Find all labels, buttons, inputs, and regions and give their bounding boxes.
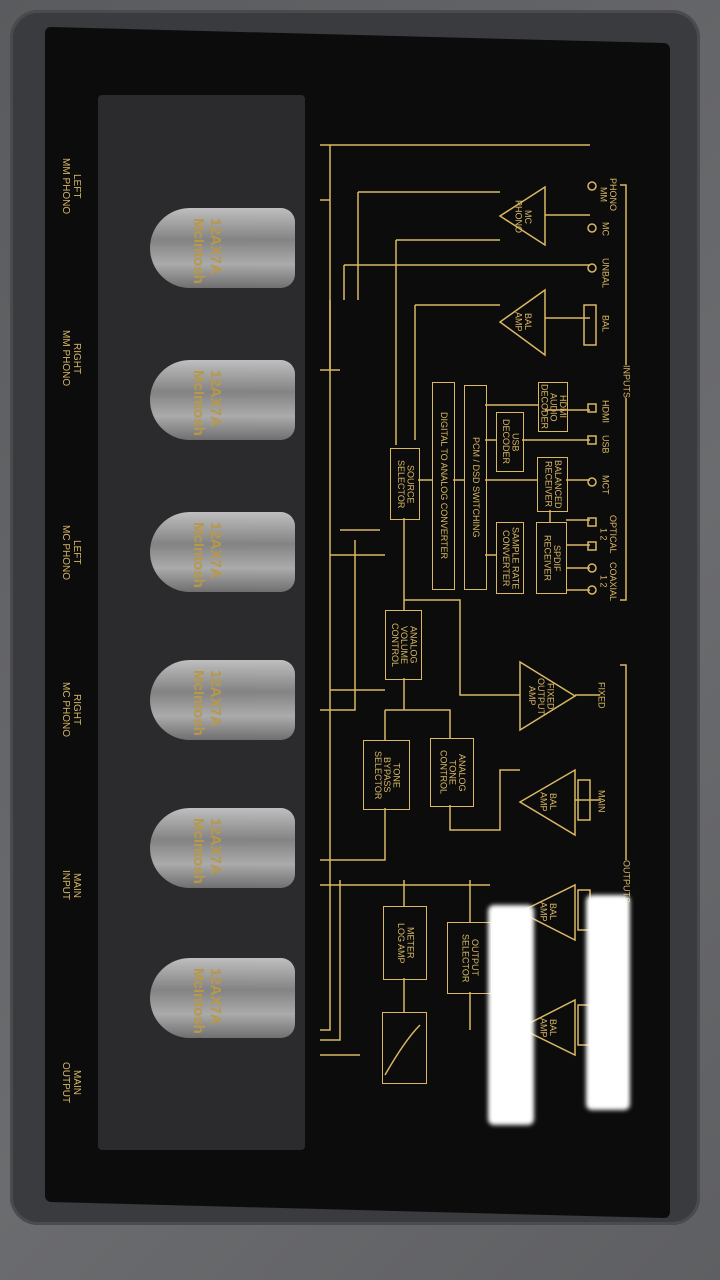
block-source-selector: SOURCE SELECTOR	[390, 448, 420, 520]
connector-phono-mm: PHONO MM	[598, 178, 618, 212]
block-bal-amp-main: BAL AMP	[538, 792, 558, 812]
tube-label: 12AX7A McIntosh	[190, 818, 224, 884]
block-output-selector: OUTPUT SELECTOR	[447, 922, 492, 994]
block-meter-log-amp: METER LOG AMP	[383, 906, 427, 980]
label-right-mc-phono: RIGHT MC PHONO	[60, 682, 82, 737]
block-balanced-receiver: BALANCED RECEIVER	[537, 457, 568, 512]
connector-optical: OPTICAL 1 2	[598, 515, 618, 554]
block-bal-amp-3: BAL AMP	[538, 1018, 558, 1038]
block-usb-decoder: USB DECODER	[496, 412, 524, 472]
block-mc-phono: MC PHONO	[513, 200, 533, 234]
tube-label: 12AX7A McIntosh	[190, 370, 224, 436]
tube-label: 12AX7A McIntosh	[190, 968, 224, 1034]
connector-mct: MCT	[600, 475, 611, 495]
tube-label: 12AX7A McIntosh	[190, 522, 224, 588]
label-right-mm-phono: RIGHT MM PHONO	[60, 330, 82, 387]
block-analog-volume-control: ANALOG VOLUME CONTROL	[385, 610, 422, 680]
label-main-input: MAIN INPUT	[60, 870, 82, 900]
light-reflection	[586, 895, 630, 1110]
inputs-label: INPUTS	[621, 365, 632, 399]
outputs-label: OUTPUTS	[621, 860, 632, 904]
block-tone-bypass-selector: TONE BYPASS SELECTOR	[363, 740, 410, 810]
vacuum-tube: 12AX7A McIntosh	[150, 808, 295, 888]
connector-bal: BAL	[600, 315, 611, 333]
vacuum-tube: 12AX7A McIntosh	[150, 512, 295, 592]
label-main-output: MAIN OUTPUT	[60, 1062, 82, 1104]
vacuum-tube: 12AX7A McIntosh	[150, 958, 295, 1038]
block-bal-amp-2: BAL AMP	[538, 902, 558, 922]
meter-icon	[382, 1012, 427, 1084]
vacuum-tube: 12AX7A McIntosh	[150, 208, 295, 288]
tube-label: 12AX7A McIntosh	[190, 218, 224, 284]
tube-label: 12AX7A McIntosh	[190, 670, 224, 736]
vacuum-tube: 12AX7A McIntosh	[150, 660, 295, 740]
block-pcm-dsd-switching: PCM / DSD SWITCHING	[464, 385, 487, 590]
block-fixed-output-amp: FIXED OUTPUT AMP	[526, 677, 556, 715]
block-hdmi-decoder: HDMI AUDIO DECODER	[538, 382, 568, 432]
block-analog-tone-control: ANALOG TONE CONTROL	[430, 738, 474, 807]
light-reflection	[488, 905, 534, 1125]
label-left-mc-phono: LEFT MC PHONO	[60, 525, 82, 580]
connector-hdmi: HDMI	[600, 400, 611, 423]
label-left-mm-phono: LEFT MM PHONO	[60, 158, 82, 215]
connector-usb: USB	[600, 435, 611, 454]
block-bal-amp-input: BAL AMP	[513, 312, 533, 332]
connector-mc: MC	[600, 222, 611, 236]
connector-coaxial: COAXIAL 1 2	[598, 562, 618, 602]
block-spdif-receiver: SPDIF RECEIVER	[536, 522, 567, 594]
block-dac: DIGITAL TO ANALOG CONVERTER	[432, 382, 455, 590]
connector-main: MAIN	[596, 790, 607, 813]
connector-fixed: FIXED	[596, 682, 607, 709]
vacuum-tube: 12AX7A McIntosh	[150, 360, 295, 440]
connector-unbal: UNBAL	[600, 258, 611, 289]
block-sample-rate-converter: SAMPLE RATE CONVERTER	[496, 522, 524, 594]
